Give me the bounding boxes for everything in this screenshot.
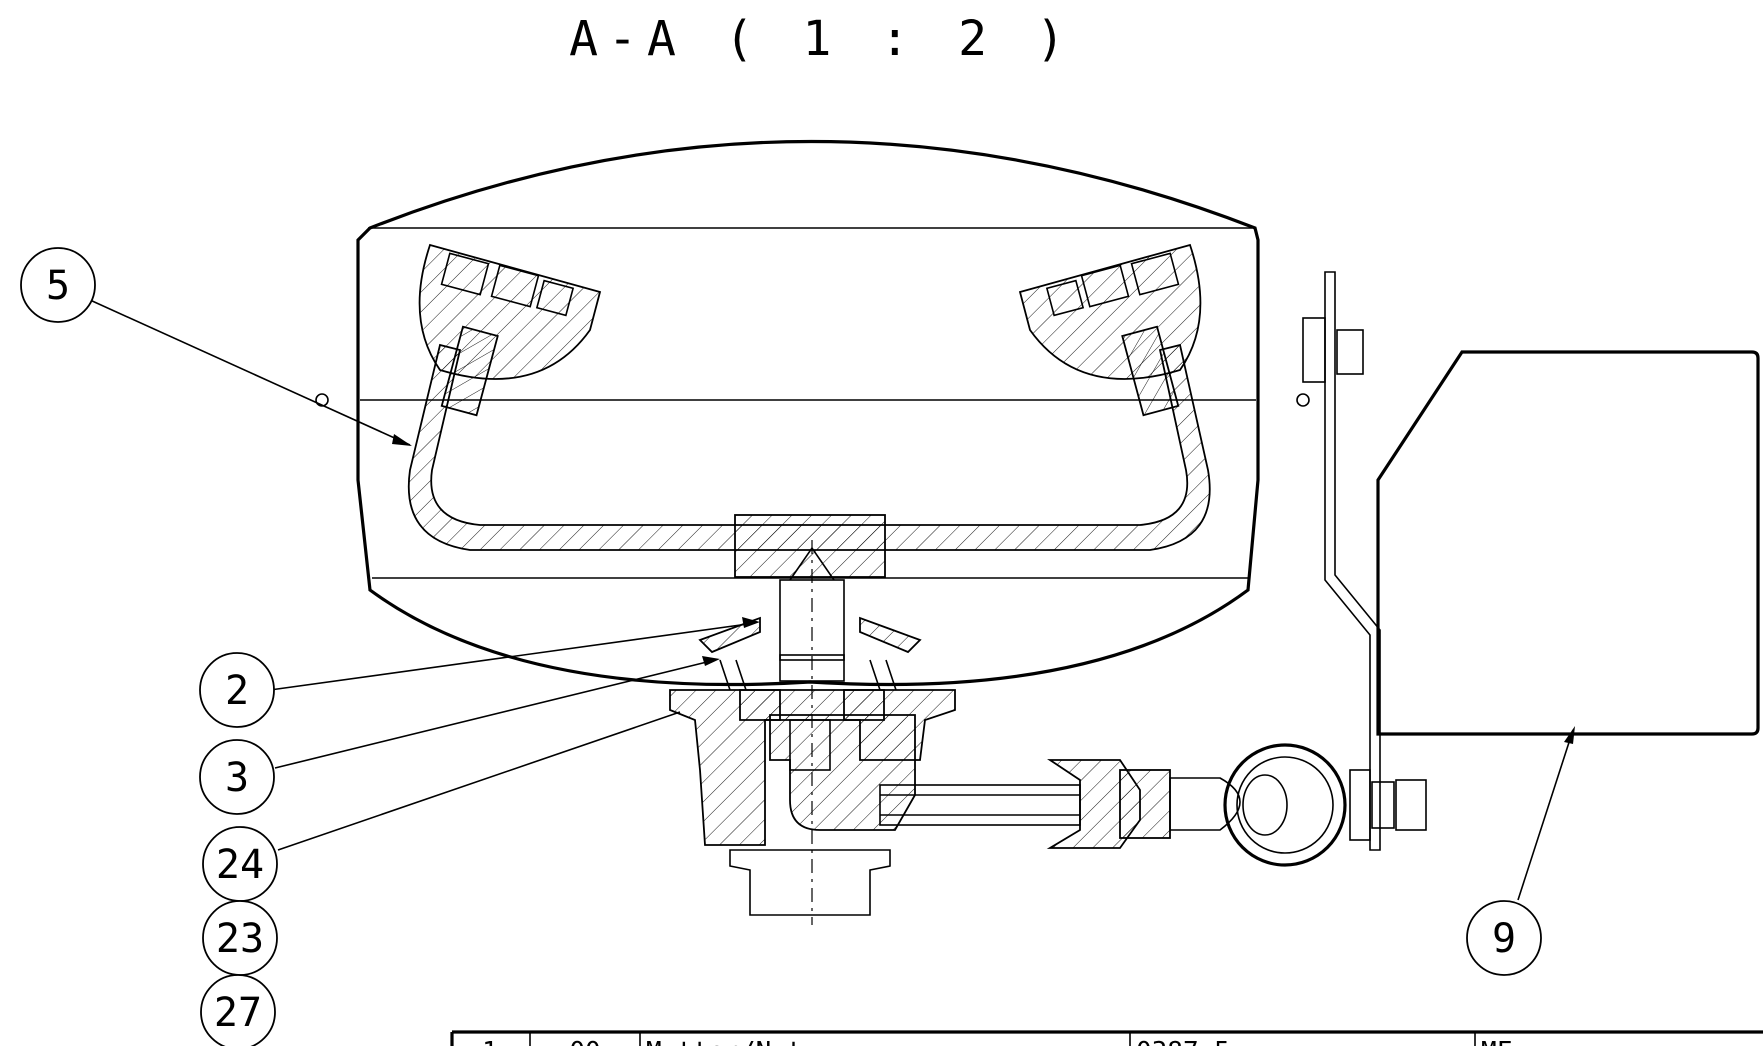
svg-text:27: 27 (214, 990, 262, 1036)
table-cell-number: 0387-5 (1136, 1037, 1230, 1046)
balloon-27: 27 (200, 974, 276, 1046)
base-housing (669, 540, 956, 925)
parts-table: 1 00 Mutter/Nut 0387-5 MF ... (450, 1030, 1763, 1046)
view-title: A-A ( 1 : 2 ) (569, 11, 1075, 67)
table-cell-material: MF ... (1481, 1037, 1575, 1046)
table-cell-position: 1 (482, 1037, 498, 1046)
table-cell-name: Mutter/Nut (646, 1037, 803, 1046)
left-spray-head (418, 243, 602, 417)
table-cell-quantity: 00 (569, 1037, 600, 1046)
balloon-23: 23 (202, 900, 278, 976)
svg-text:24: 24 (216, 842, 264, 888)
balloon-9: 9 (1466, 900, 1542, 976)
right-spray-head (1018, 243, 1202, 417)
balloon-3: 3 (199, 739, 275, 815)
balloon-24: 24 (202, 826, 278, 902)
side-bracket (1302, 271, 1381, 851)
balloon-2: 2 (199, 652, 275, 728)
svg-text:9: 9 (1492, 916, 1516, 962)
balloon-5: 5 (20, 247, 96, 323)
box-housing (1376, 350, 1760, 736)
u-tube (407, 343, 1211, 578)
svg-text:5: 5 (46, 263, 70, 309)
svg-text:3: 3 (225, 755, 249, 801)
svg-text:23: 23 (216, 916, 264, 962)
svg-text:2: 2 (225, 668, 249, 714)
lever-arm (879, 743, 1427, 867)
leader-lines (89, 299, 1575, 901)
